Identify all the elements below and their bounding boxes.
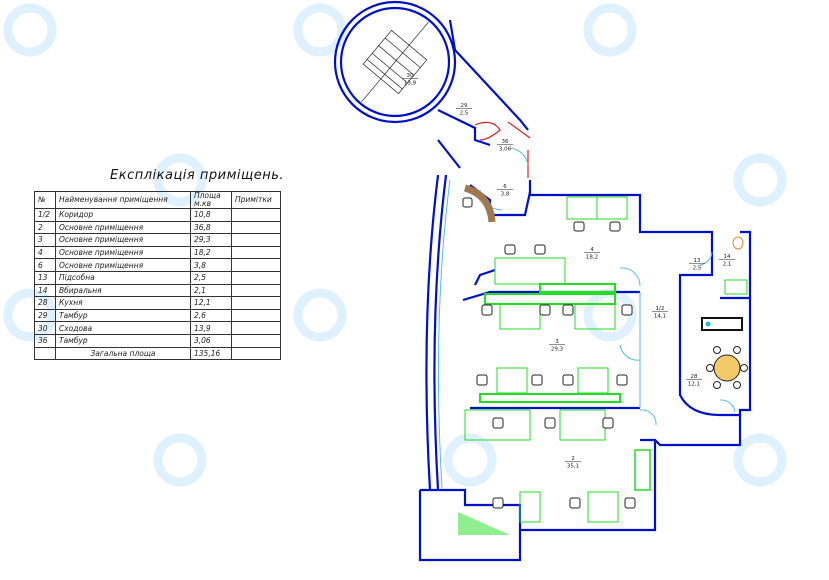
bench [458,512,510,535]
room-labels: 3013,9292,5363,0663,8418,2132,5142,11/21… [402,73,735,470]
room-label: 329,3 [549,339,565,353]
watermark-icon [153,433,207,487]
watermark-icon [293,288,347,342]
room-area: 18,2 [586,255,598,261]
room-area: 13,9 [404,81,417,87]
kitchen-furniture [701,236,748,389]
reception-desk [463,184,496,223]
watermark-icon [583,3,637,57]
watermark-icon [733,153,787,207]
room-label: 292,5 [456,103,472,117]
room-label: 363,06 [497,139,513,153]
room-label: 1/2 14,1 [652,306,668,320]
room-number: 28 [691,374,698,380]
room-area: 2,5 [693,266,702,272]
explication-table: № Найменування приміщення Площа м.кв При… [34,191,281,361]
room-label: 142,1 [719,254,735,268]
room-number: 14 [724,254,731,260]
room-label: 235,1 [565,456,581,470]
table-header-row: № Найменування приміщення Площа м.кв При… [34,191,281,209]
room-area: 2,1 [723,262,732,268]
room-number: 6 [503,184,507,190]
room-number: 30 [407,73,414,79]
room-label: 28 12,1 [686,374,702,388]
room-number: 4 [590,247,594,253]
header-notes: Примітки [231,191,281,209]
room-area: 3,06 [499,147,512,153]
room-label: 30 13,9 [402,73,418,87]
table-total-row: Загальна площа 135,16 [34,346,281,361]
watermark-icon [293,3,347,57]
room-number: 3 [555,339,559,345]
room-area: 2,5 [460,111,469,117]
room-number: 29 [461,103,468,109]
walls [418,19,752,562]
watermark-icon [733,433,787,487]
room-label: 63,8 [497,184,513,198]
watermark-icon [443,433,497,487]
room-area: 3,8 [501,192,510,198]
watermark-icon [3,3,57,57]
toilet-icon [732,236,744,250]
staircase [333,0,457,124]
room-label: 132,5 [689,258,705,272]
chairs [462,197,636,509]
room-area: 29,3 [551,347,564,353]
room-area: 12,1 [688,382,700,388]
room-number: 1/2 [656,306,665,312]
room-area: 14,1 [654,314,666,320]
window-glazing [437,179,451,489]
room-number: 13 [694,258,701,264]
explication-title: Експлікація приміщень. [110,168,285,183]
room-label: 418,2 [584,247,600,261]
room-number: 2 [571,456,575,462]
header-area: Площа м.кв [190,191,232,209]
room-area: 35,1 [567,464,579,470]
room-number: 36 [502,139,509,145]
